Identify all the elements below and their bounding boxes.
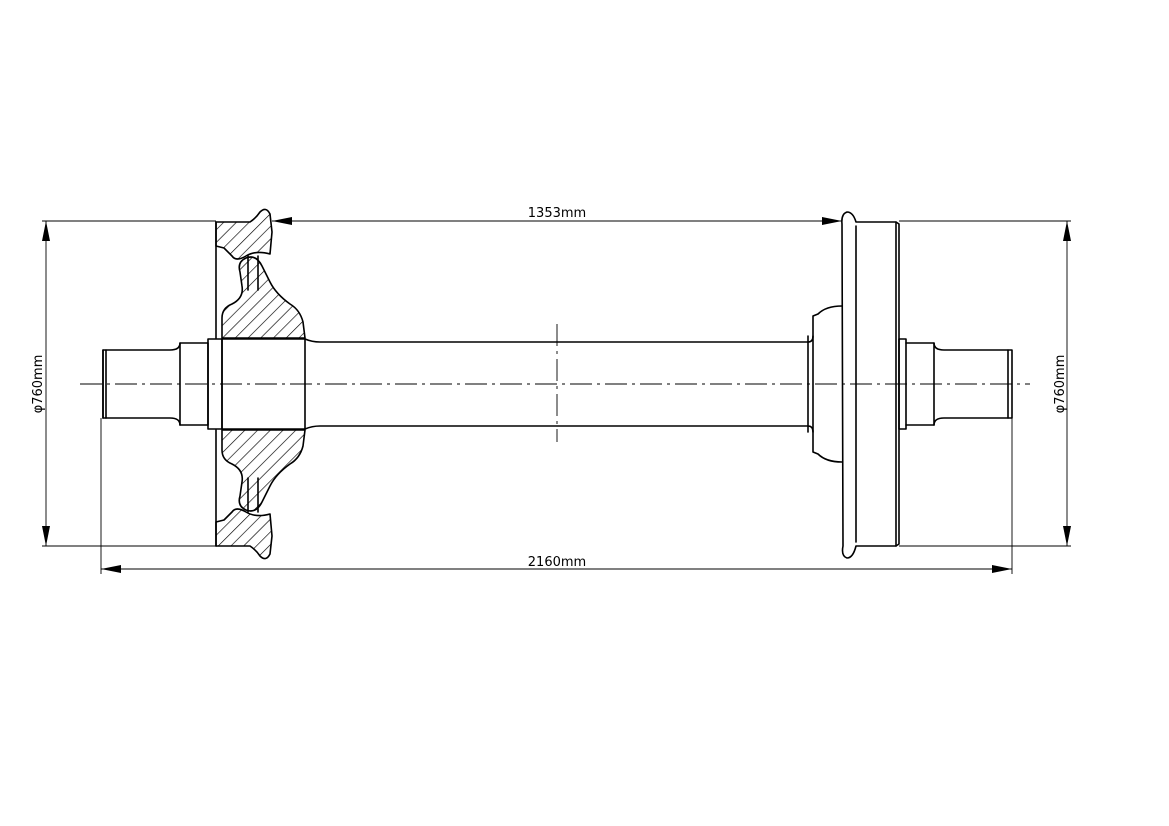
right-wheel-rim xyxy=(841,211,900,559)
left-wheel-rim-upper xyxy=(215,208,273,260)
left-diameter-label: φ760mm xyxy=(31,355,46,414)
left-wheel-section xyxy=(215,208,306,560)
right-diameter-label: φ760mm xyxy=(1053,355,1068,414)
overall-length-label: 2160mm xyxy=(528,555,586,570)
wheel-gauge-label: 1353mm xyxy=(528,206,586,221)
dimension-overall-length: 2160mm xyxy=(100,418,1013,574)
dimension-wheel-gauge: 1353mm xyxy=(272,206,842,225)
left-collar xyxy=(207,338,223,430)
dimension-right-diameter: φ760mm xyxy=(899,220,1071,547)
left-wheel-hub-lower xyxy=(221,429,306,512)
dimension-left-diameter: φ760mm xyxy=(31,220,216,547)
left-wheel-rim-lower xyxy=(215,508,273,560)
right-wheel xyxy=(807,211,900,559)
right-wheel-hub xyxy=(812,305,843,463)
left-wheel-hub-upper xyxy=(221,256,306,339)
